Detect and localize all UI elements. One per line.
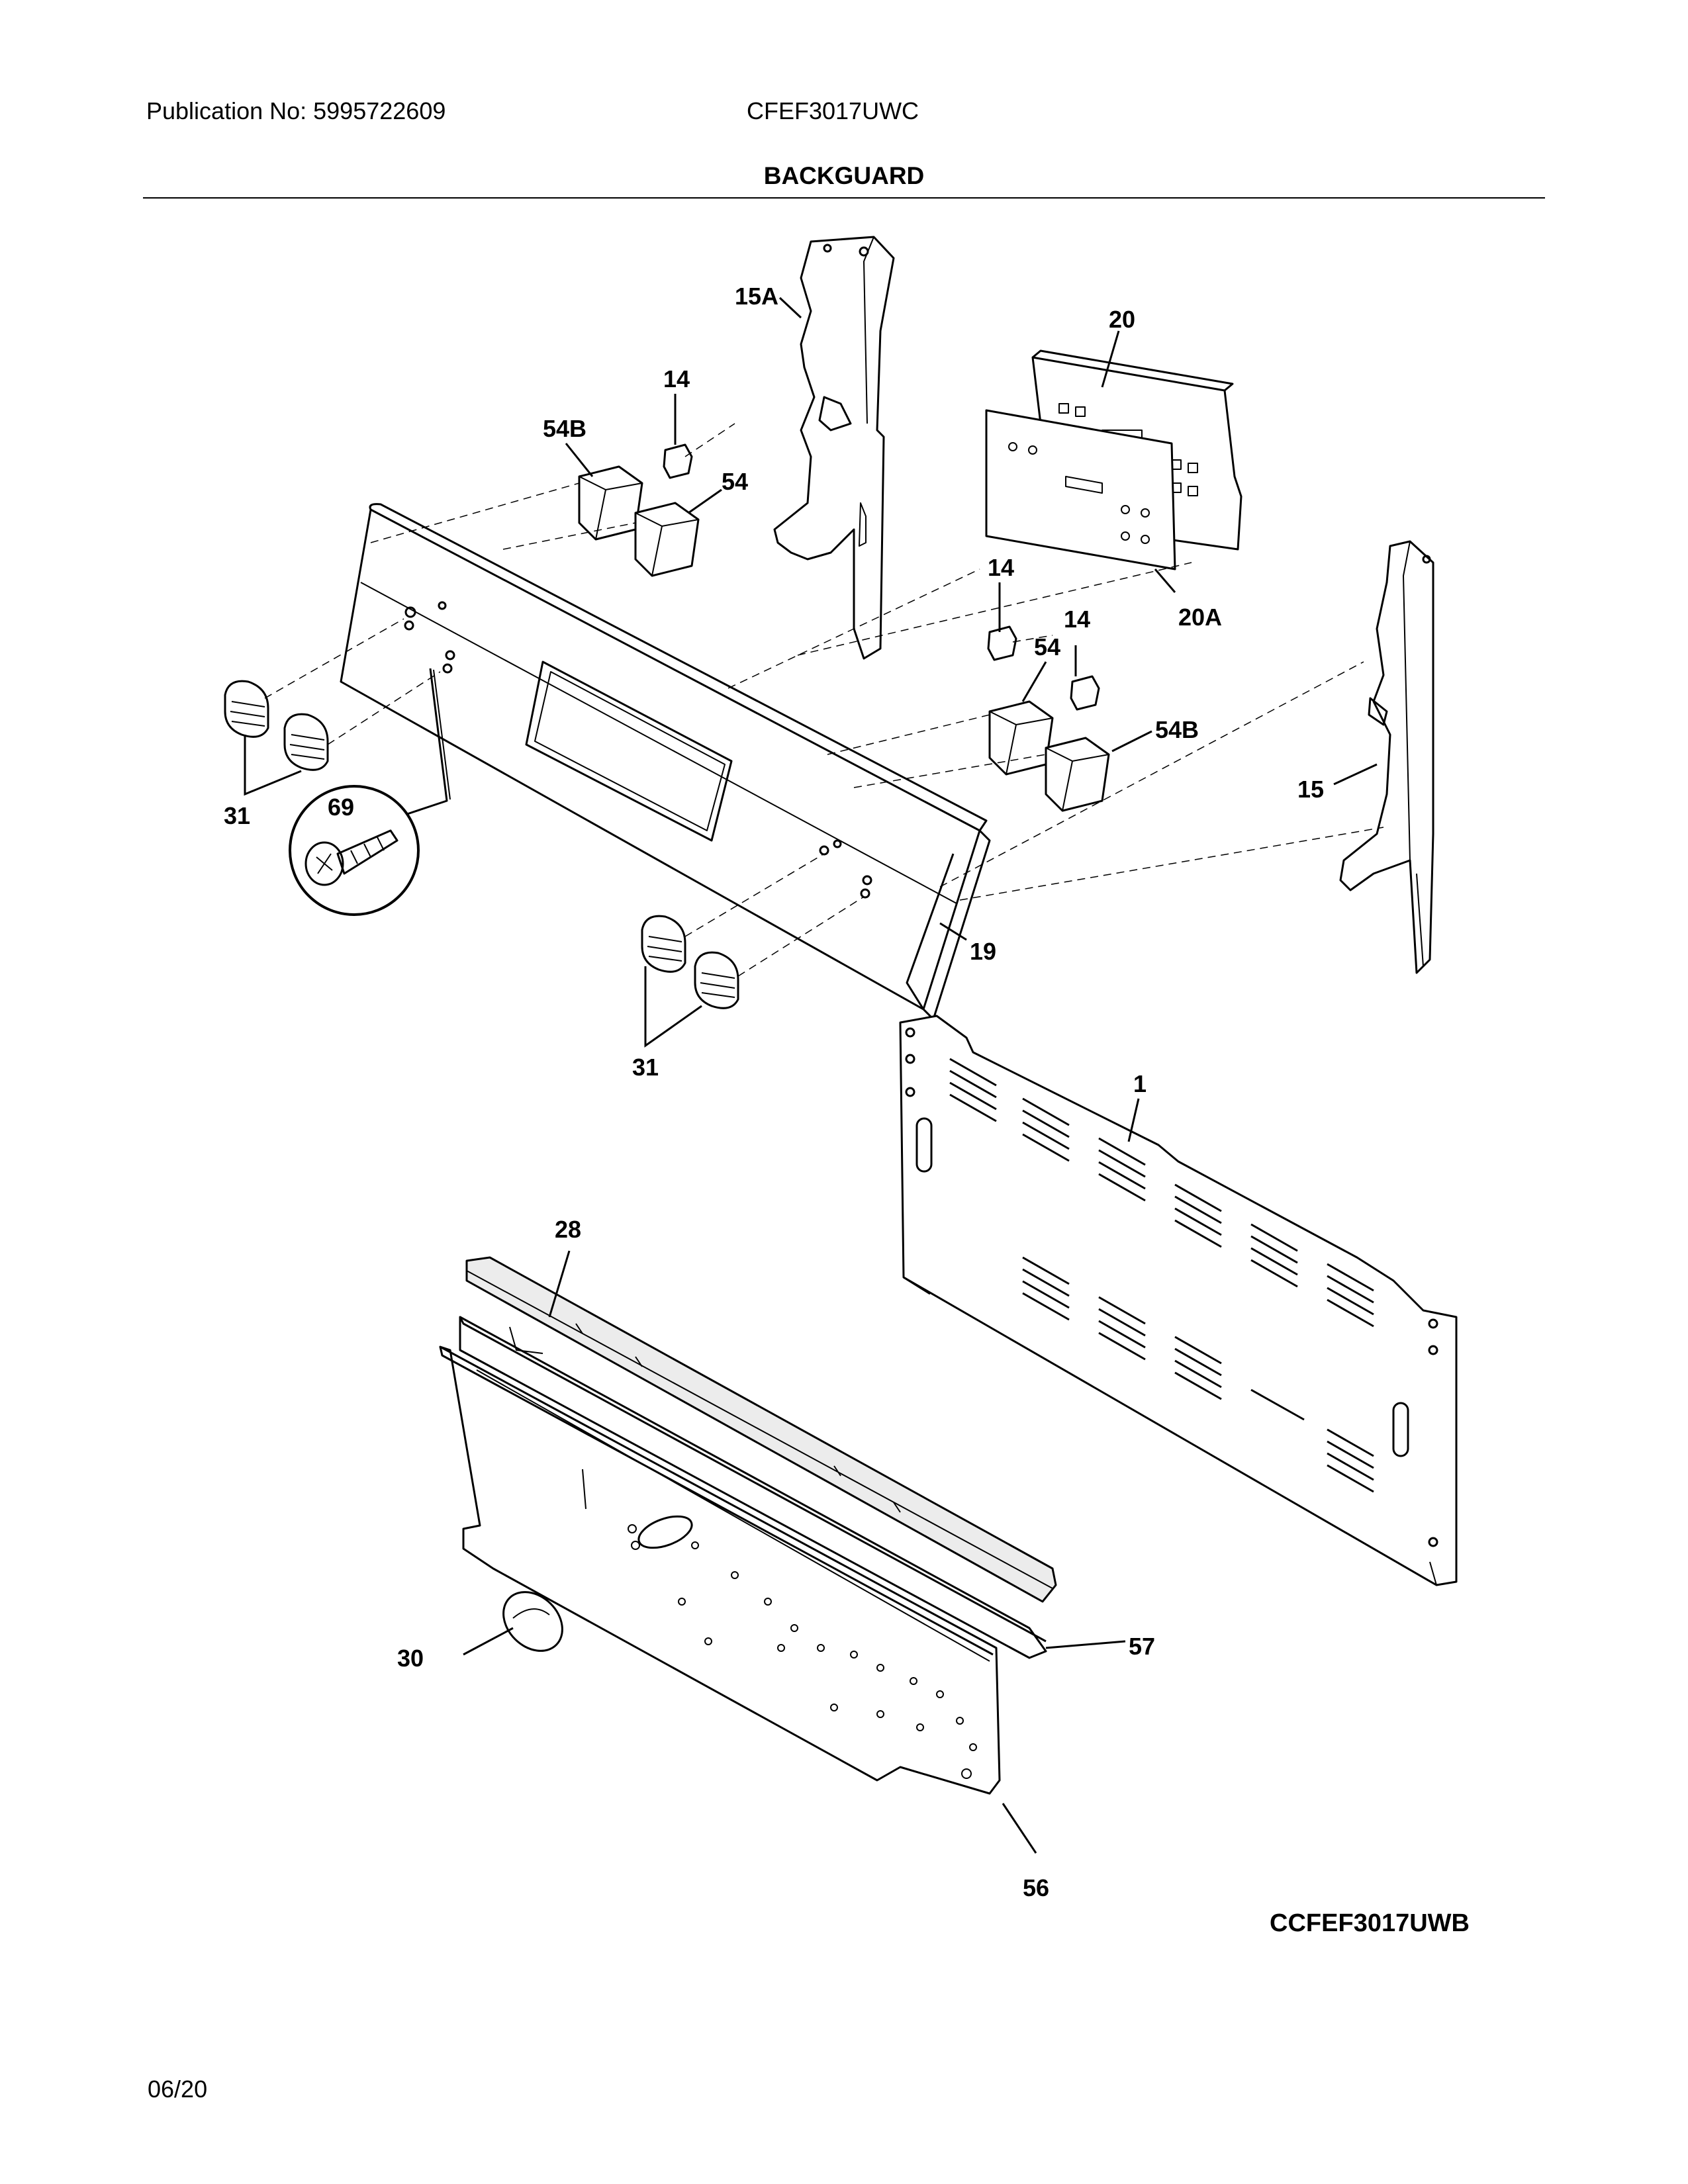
knob-31-a [224,680,269,738]
screw-69-detail [289,785,420,916]
page-title: BACKGUARD [763,162,925,189]
callout-54B: 54B [543,415,586,442]
end-bracket-15 [1339,540,1434,974]
callout-54: 54 [1034,633,1060,660]
callout-20: 20 [1109,306,1135,333]
callout-1: 1 [1133,1070,1147,1097]
callout-31: 31 [224,802,250,829]
callout-19: 19 [970,938,996,965]
switch-54B-right [1045,737,1110,812]
callout-20A: 20A [1178,604,1222,631]
rear-panel-1 [899,1015,1458,1586]
light-14-a [663,443,693,479]
callout-14: 14 [663,365,690,392]
callout-15: 15 [1297,776,1324,803]
trim-28 [465,1256,1057,1603]
callout-57: 57 [1129,1633,1155,1660]
callout-28: 28 [555,1216,581,1243]
switch-54-right [988,700,1054,776]
switch-54-top [634,502,700,577]
plug-30 [502,1591,563,1652]
callout-31: 31 [632,1054,659,1081]
publication-date: 06/20 [148,2075,208,2103]
back-panel-56 [439,1345,1001,1795]
control-panel-19 [340,503,991,1021]
callout-56: 56 [1023,1874,1049,1901]
callout-54: 54 [722,468,748,495]
callout-14: 14 [988,554,1014,581]
model-number: CFEF3017UWC [747,97,919,124]
header-rule [143,197,1545,199]
overlay-20A [985,409,1176,570]
light-14-c [1070,675,1100,711]
knob-31-d [694,951,739,1009]
callout-14: 14 [1064,606,1090,633]
callout-69: 69 [328,794,354,821]
knob-31-c [641,915,686,973]
light-14-b [987,625,1017,661]
shield-57 [459,1316,1047,1659]
end-bracket-15A [773,236,895,660]
callout-15A: 15A [735,283,778,310]
switch-54B-top [578,465,643,541]
knob-31-b [283,713,329,771]
diagram-identifier: CCFEF3017UWB [1270,1909,1470,1937]
callout-30: 30 [397,1645,424,1672]
publication-number: Publication No: 5995722609 [146,97,446,124]
callout-54B: 54B [1155,716,1199,743]
